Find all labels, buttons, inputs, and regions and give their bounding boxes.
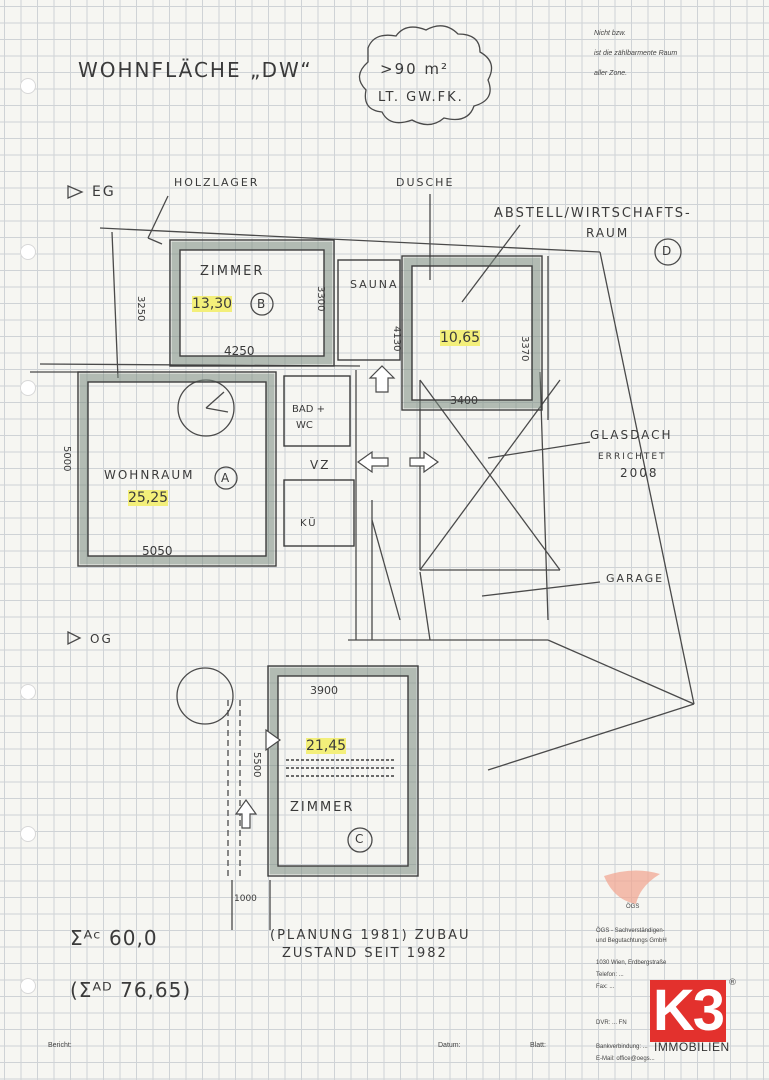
abstell-dim-bottom: 3400 bbox=[450, 394, 478, 407]
k3-registered-mark: ® bbox=[728, 978, 737, 988]
errichtet-year: 2008 bbox=[620, 466, 659, 480]
k3-logo-subtitle: IMMOBILIEN bbox=[654, 1040, 730, 1054]
og-dim-bottom: 1000 bbox=[234, 894, 257, 904]
wohnraum-label: WOHNRAUM bbox=[104, 468, 195, 482]
wohnraum-area: 25,25 bbox=[128, 490, 169, 506]
wohnraum-dim-left: 5000 bbox=[61, 446, 72, 472]
og-level-label: OG bbox=[90, 632, 113, 646]
room-letter-d: D bbox=[662, 244, 672, 258]
og-zimmer-label: ZIMMER bbox=[290, 800, 355, 815]
stamp-text: und Begutachtungs GmbH bbox=[596, 938, 667, 944]
k3-immobilien-logo: K3 ® IMMOBILIEN bbox=[650, 978, 740, 1054]
header-title: WOHNFLÄCHE „DW“ bbox=[78, 58, 313, 82]
holzlager-label: HOLZLAGER bbox=[174, 176, 260, 189]
stamp-text: E-Mail: office@oegs... bbox=[596, 1056, 655, 1062]
punch-hole bbox=[20, 684, 36, 700]
garage-label: GARAGE bbox=[606, 572, 665, 585]
bad-wc-label: BAD + bbox=[292, 404, 325, 415]
sauna-label: SAUNA bbox=[350, 278, 399, 291]
sum-c-text: Σᴬᶜ 60,0 bbox=[70, 926, 158, 950]
errichtet-label: ERRICHTET bbox=[598, 452, 667, 462]
cloud-outline bbox=[358, 25, 493, 126]
punch-hole bbox=[20, 826, 36, 842]
eg-zimmer-area: 13,30 bbox=[192, 296, 233, 312]
kue-label: KÜ bbox=[300, 518, 318, 529]
abstell-area: 10,65 bbox=[440, 330, 481, 346]
punch-hole bbox=[20, 78, 36, 94]
og-zimmer-dim-left: 5500 bbox=[251, 752, 262, 778]
footer-field-blatt: Blatt: bbox=[530, 1042, 546, 1049]
og-zimmer-dim-top: 3900 bbox=[310, 684, 338, 697]
raum-label: RAUM bbox=[586, 226, 630, 240]
eg-wohnraum-walls bbox=[79, 373, 275, 565]
sauna-dim: 4130 bbox=[391, 326, 402, 352]
og-zimmer-area: 21,45 bbox=[306, 738, 347, 754]
room-letter-b: B bbox=[257, 297, 266, 311]
stamp-text: ÖGS - Sachverständigen- bbox=[596, 928, 665, 934]
eg-zimmer-dim-width: 4250 bbox=[224, 344, 255, 358]
stamp-text: Fax: ... bbox=[596, 984, 615, 990]
eg-zimmer-walls bbox=[171, 241, 333, 365]
eg-level-label: EG bbox=[92, 184, 116, 200]
k3-logo-mark: K3 bbox=[650, 980, 726, 1042]
bad-wc-label-2: WC bbox=[296, 420, 313, 431]
corner-note: ist die zählbarmente Raum bbox=[594, 50, 678, 57]
eg-abstell-walls bbox=[403, 257, 541, 409]
stamp-text: Telefon: ... bbox=[596, 972, 624, 978]
corner-note: Nicht bzw. bbox=[594, 30, 626, 37]
stamp-text: 1030 Wien, Erdbergstraße bbox=[596, 960, 667, 966]
stamp-text: ÖGS bbox=[626, 904, 640, 910]
abstell-dim-right: 3370 bbox=[519, 336, 530, 362]
cloud-area-text: >90 m² bbox=[380, 60, 450, 78]
zustand-note: ZUSTAND SEIT 1982 bbox=[282, 946, 448, 961]
cloud-source-text: LT. GW.FK. bbox=[378, 90, 464, 105]
punch-hole bbox=[20, 244, 36, 260]
abstell-label: ABSTELL/WIRTSCHAFTS- bbox=[494, 206, 692, 221]
eg-zimmer-label: ZIMMER bbox=[200, 264, 265, 279]
planung-note: (PLANUNG 1981) ZUBAU bbox=[270, 928, 471, 943]
vz-label: VZ bbox=[310, 458, 331, 472]
eg-zimmer-dim-right: 3300 bbox=[315, 286, 326, 312]
room-letter-c: C bbox=[355, 832, 364, 846]
stamp-logo-swoosh bbox=[604, 870, 660, 904]
punch-hole bbox=[20, 380, 36, 396]
wohnraum-dim-bottom: 5050 bbox=[142, 544, 173, 558]
glasdach-label: GLASDACH bbox=[590, 428, 673, 442]
footer-field-datum: Datum: bbox=[438, 1042, 461, 1049]
dusche-label: DUSCHE bbox=[396, 176, 455, 189]
stamp-text: DVR: ... FN bbox=[596, 1020, 627, 1026]
corner-note: aller Zone. bbox=[594, 70, 628, 77]
room-letter-b-circle bbox=[250, 292, 274, 316]
room-letter-a: A bbox=[221, 471, 230, 485]
punch-hole bbox=[20, 978, 36, 994]
footer-field-bericht: Bericht: bbox=[48, 1042, 72, 1049]
sum-d-text: (Σᴬᴰ 76,65) bbox=[70, 978, 192, 1002]
eg-zimmer-dim-left: 3250 bbox=[135, 296, 146, 322]
og-zimmer-walls bbox=[269, 667, 417, 875]
stamp-text: Bankverbindung: ... bbox=[596, 1044, 648, 1050]
